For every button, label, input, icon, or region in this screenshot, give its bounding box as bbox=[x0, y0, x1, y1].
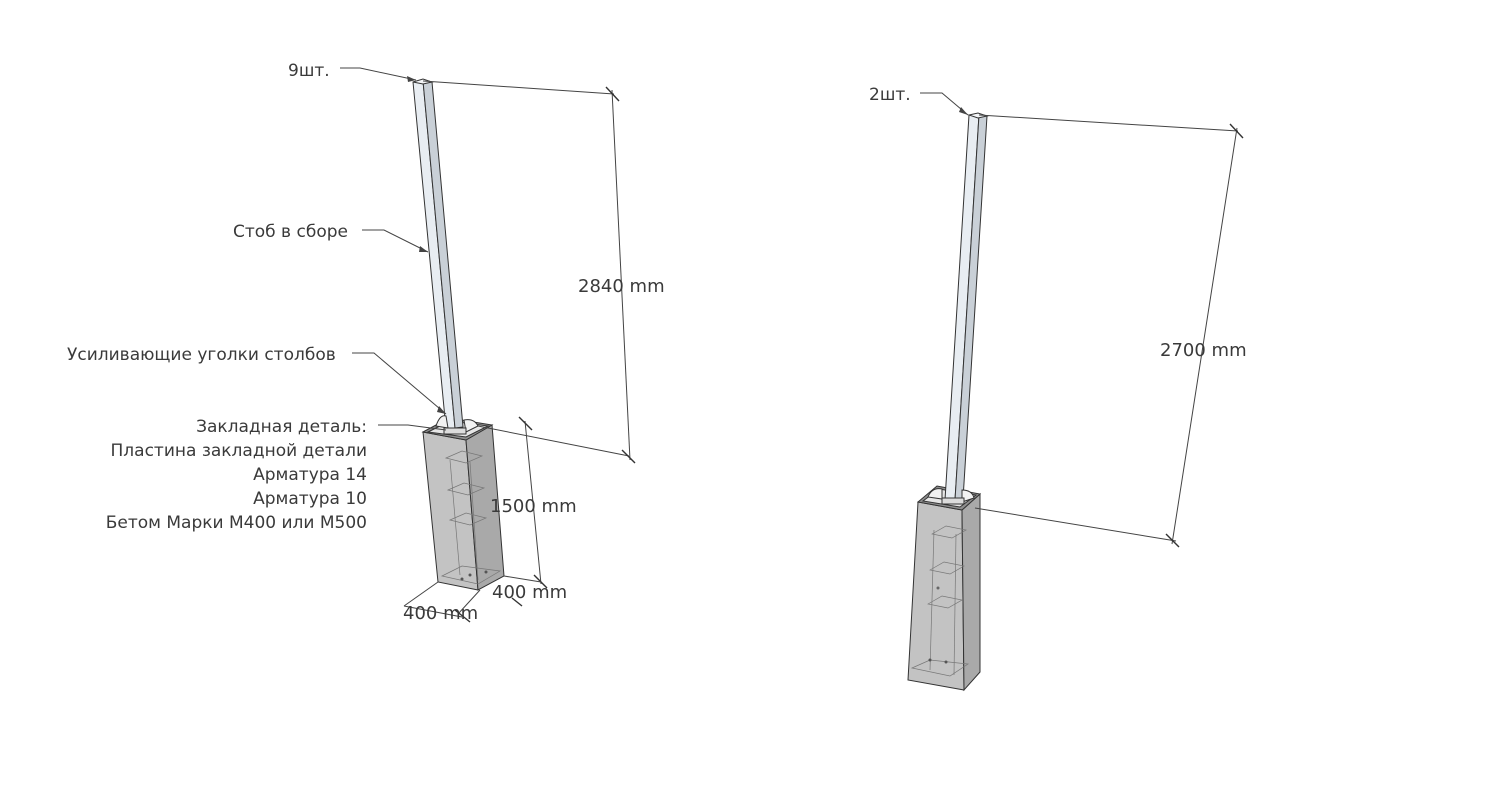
left-dimension-lines bbox=[403, 80, 636, 623]
right-reinforcing-corners bbox=[927, 488, 975, 505]
right-concrete-block bbox=[907, 485, 982, 692]
left-width-dimension-b: 400 mm bbox=[403, 603, 478, 624]
left-quantity-label: 9шт. bbox=[288, 61, 330, 81]
left-height-dimension: 2840 mm bbox=[578, 276, 665, 297]
right-height-dimension: 2700 mm bbox=[1160, 340, 1247, 361]
embed-line-2: Пластина закладной детали bbox=[111, 441, 367, 461]
embed-line-5: Бетом Марки М400 или М500 bbox=[106, 513, 367, 533]
embed-line-3: Арматура 14 bbox=[253, 465, 367, 485]
left-steel-post bbox=[412, 78, 464, 430]
right-steel-post bbox=[944, 112, 989, 501]
left-reinforcing-corners bbox=[435, 415, 479, 435]
embed-line-1: Закладная деталь: bbox=[196, 417, 367, 437]
left-depth-dimension: 1500 mm bbox=[490, 496, 577, 517]
right-quantity-label: 2шт. bbox=[869, 85, 911, 105]
left-width-dimension-a: 400 mm bbox=[492, 582, 567, 603]
left-leader-lines bbox=[340, 67, 447, 431]
right-leader-lines bbox=[920, 92, 969, 116]
right-dimension-lines bbox=[974, 114, 1244, 548]
corners-label: Усиливающие уголки столбов bbox=[67, 345, 336, 365]
assembly-label: Стоб в сборе bbox=[233, 222, 348, 242]
right-post-assembly bbox=[907, 112, 989, 692]
left-post-assembly bbox=[412, 78, 505, 591]
embed-line-4: Арматура 10 bbox=[253, 489, 367, 509]
